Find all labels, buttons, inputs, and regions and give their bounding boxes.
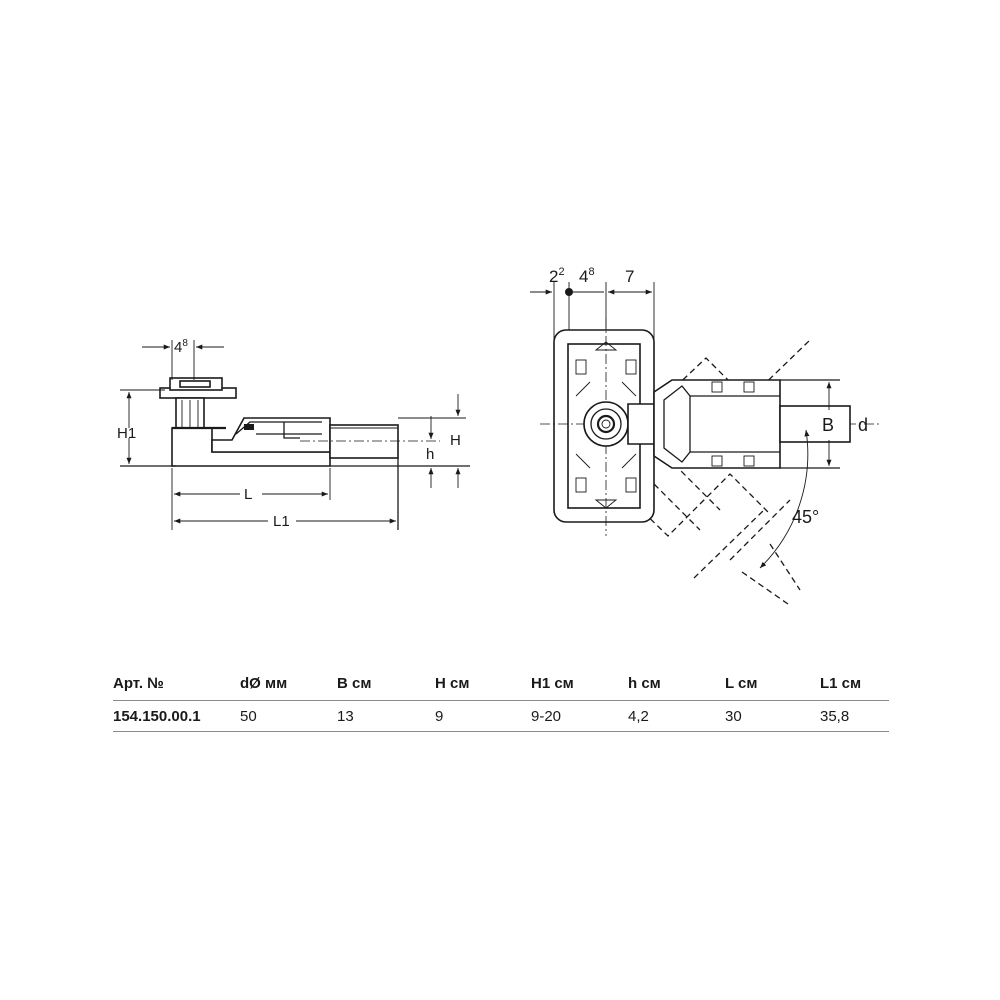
top-view: 22 48 7 (530, 266, 880, 605)
side-dim-top: 48 (142, 338, 224, 380)
side-label-L: L (244, 486, 252, 503)
top-dim-row: 22 48 7 (530, 266, 655, 340)
top-label-B: B (822, 415, 834, 435)
side-label-H1: H1 (117, 425, 136, 442)
spec-table: Арт. № dØ мм B см H см H1 см h см L см L… (113, 666, 889, 732)
col-header-article: Арт. № (113, 666, 240, 701)
cell-article: 154.150.00.1 (113, 700, 240, 732)
cell-diameter: 50 (240, 700, 337, 732)
col-header-H: H см (435, 666, 531, 701)
col-header-h: h см (628, 666, 725, 701)
cell-h: 4,2 (628, 700, 725, 732)
top-label-angle: 45° (792, 507, 819, 527)
col-header-L: L см (725, 666, 820, 701)
table-row: 154.150.00.1 50 13 9 9-20 4,2 30 35,8 (113, 700, 889, 732)
side-label-H: H (450, 432, 461, 449)
side-dim-top-label: 48 (174, 338, 188, 356)
cell-H1: 9-20 (531, 700, 628, 732)
top-label-d: d (858, 415, 868, 435)
side-dim-H: H h (398, 394, 466, 488)
table-header-row: Арт. № dØ мм B см H см H1 см h см L см L… (113, 666, 889, 701)
top-dim-B: B d (822, 382, 868, 466)
col-header-L1: L1 см (820, 666, 889, 701)
cell-L1: 35,8 (820, 700, 889, 732)
side-view: 48 H1 H h L L1 (117, 338, 470, 530)
top-dim-c: 7 (625, 267, 634, 286)
cell-L: 30 (725, 700, 820, 732)
top-dim-a: 22 (549, 266, 565, 286)
cell-H: 9 (435, 700, 531, 732)
side-label-L1: L1 (273, 513, 290, 530)
col-header-diameter: dØ мм (240, 666, 337, 701)
col-header-B: B см (337, 666, 435, 701)
side-label-h: h (426, 446, 434, 463)
side-dim-H1: H1 (117, 389, 165, 464)
top-view-body (540, 318, 880, 536)
side-view-body (120, 377, 470, 530)
straight-outlet (653, 379, 851, 469)
col-header-H1: H1 см (531, 666, 628, 701)
top-dim-b: 48 (579, 266, 595, 286)
angle-indicator: 45° (759, 429, 819, 569)
cell-B: 13 (337, 700, 435, 732)
technical-drawing: 48 H1 H h L L1 (117, 266, 880, 605)
side-dim-L: L L1 (171, 468, 396, 530)
